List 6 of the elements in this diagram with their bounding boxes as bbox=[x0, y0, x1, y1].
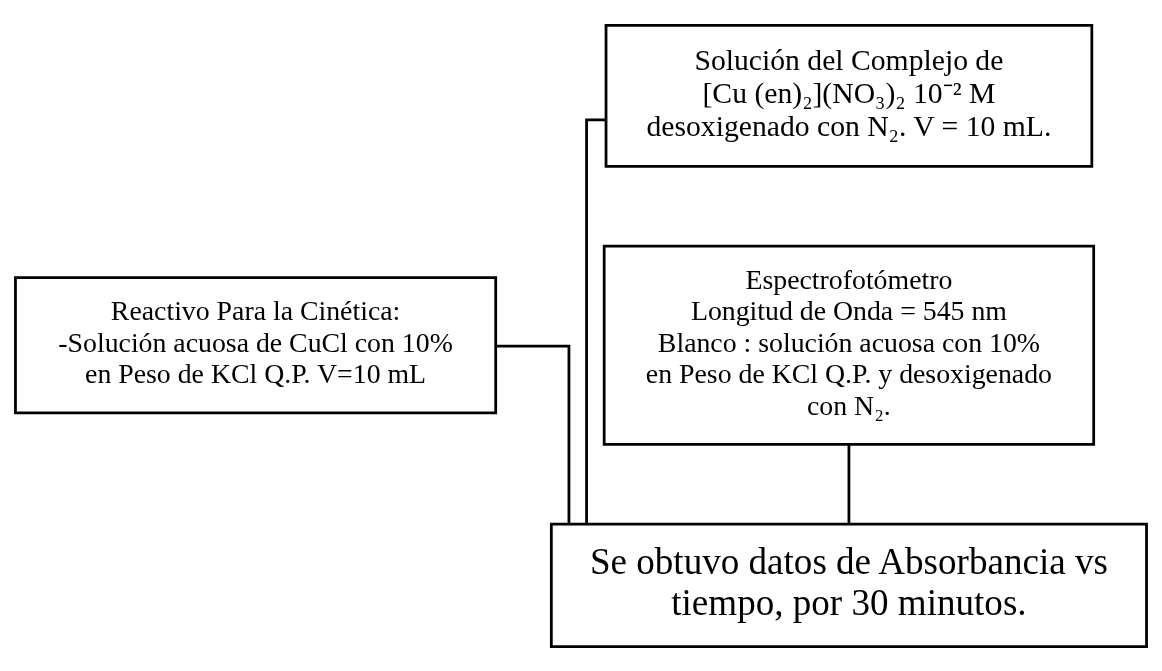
node-box: Solución del Complejo de [Cu (en)₂](NO₃)₂ 10⁻² M desoxigenado con N₂. V = 10 mL. bbox=[604, 23, 1094, 168]
node-box: Espectrofotómetro Longitud de Onda = 545 nm Blanco : solución acuosa con 10% en Peso de KCl Q.P. y desoxigenado con N₂. bbox=[602, 244, 1096, 446]
node-box: Se obtuvo datos de Absorbancia vs tiempo, por 30 minutos. bbox=[549, 522, 1148, 648]
node-box: Reactivo Para la Cinética: -Solución acuosa de CuCl con 10% en Peso de KCl Q.P. V=10 mL bbox=[14, 275, 498, 414]
connector bbox=[847, 444, 851, 524]
connector bbox=[496, 344, 571, 524]
